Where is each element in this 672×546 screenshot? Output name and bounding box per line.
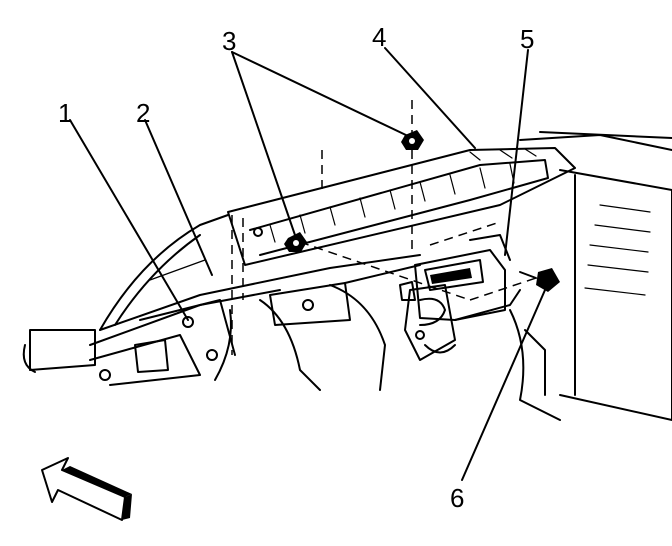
callout-3: 3 (222, 26, 237, 56)
callout-2: 2 (136, 98, 151, 128)
instrument-panel-upper (22, 254, 421, 391)
front-direction-arrow-icon (41, 457, 132, 521)
installation-guide-lines (231, 100, 537, 355)
callout-5: 5 (520, 24, 535, 54)
hvac-module (399, 234, 521, 361)
bolt-icon (519, 268, 560, 292)
callout-4: 4 (372, 22, 387, 52)
callout-6: 6 (450, 483, 465, 513)
defroster-grille (227, 147, 576, 266)
fasteners (99, 130, 560, 381)
body-side-panel (509, 131, 672, 421)
callout-1: 1 (58, 98, 73, 128)
leader-lines (69, 47, 546, 481)
windshield-frame (99, 214, 229, 331)
